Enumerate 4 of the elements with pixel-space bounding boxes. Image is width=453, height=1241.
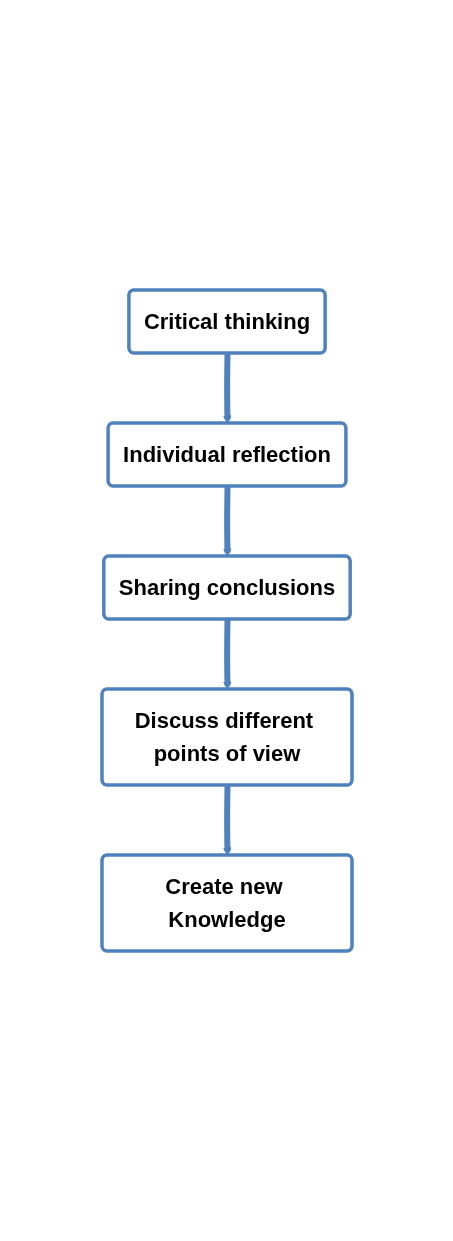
arrow	[222, 785, 232, 856]
arrow	[222, 619, 232, 690]
arrow	[222, 353, 232, 424]
arrow	[222, 486, 232, 557]
